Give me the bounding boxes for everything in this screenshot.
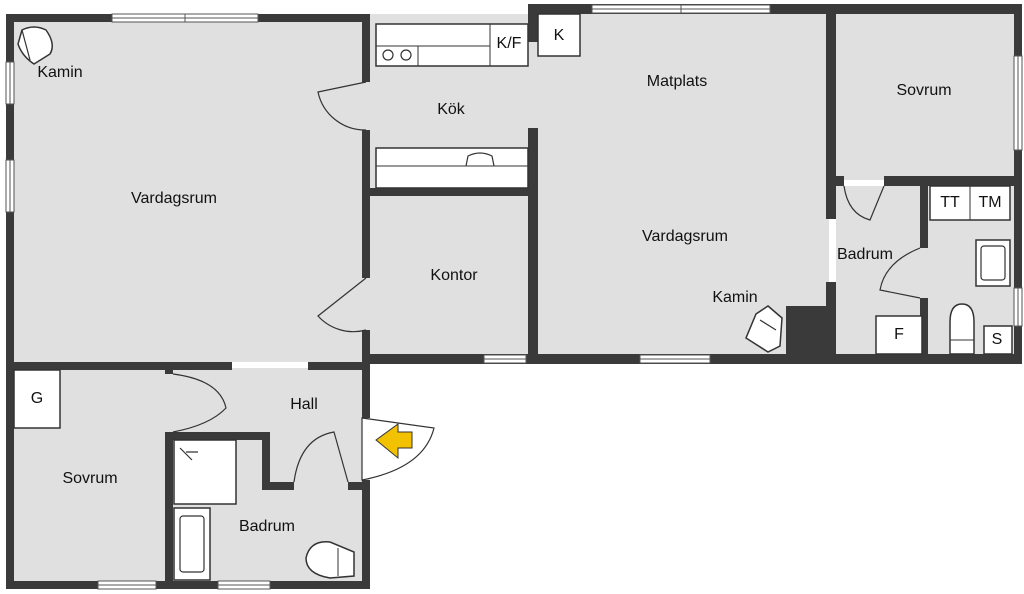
fixture-f-box bbox=[875, 315, 923, 355]
label-freezer: K bbox=[554, 27, 565, 44]
fireplace-right-icon bbox=[745, 305, 783, 353]
label-dryer: TT bbox=[940, 194, 960, 211]
label-dining: Matplats bbox=[647, 73, 707, 90]
fixture-s-box bbox=[983, 325, 1013, 355]
floor-areas bbox=[14, 14, 1014, 581]
label-fireplace-right: Kamin bbox=[712, 289, 757, 306]
kitchen-counter bbox=[375, 23, 529, 67]
label-fixture-s: S bbox=[992, 331, 1003, 348]
shower-icon bbox=[173, 439, 237, 505]
freezer-box bbox=[537, 13, 581, 57]
entrance-arrow-icon bbox=[375, 423, 413, 460]
label-living-left: Vardagsrum bbox=[131, 190, 217, 207]
sink-left-icon bbox=[173, 507, 211, 581]
label-fixture-f: F bbox=[894, 326, 904, 343]
label-washer: TM bbox=[978, 194, 1001, 211]
label-living-right: Vardagsrum bbox=[642, 228, 728, 245]
kitchen-island bbox=[375, 147, 529, 189]
doors bbox=[172, 81, 921, 483]
room-labels: Kamin Vardagsrum Kök K/F K Matplats Sovr… bbox=[31, 27, 1003, 535]
toilet-left-icon bbox=[305, 541, 355, 579]
fireplace-left-icon bbox=[17, 26, 53, 65]
label-bedroom-left: Sovrum bbox=[62, 470, 117, 487]
sink-right-icon bbox=[975, 239, 1011, 287]
fixture-g-box bbox=[13, 369, 61, 429]
label-hall: Hall bbox=[290, 396, 318, 413]
label-bedroom-right: Sovrum bbox=[896, 82, 951, 99]
label-fireplace-left: Kamin bbox=[37, 64, 82, 81]
label-bath-right: Badrum bbox=[837, 246, 893, 263]
windows bbox=[5, 4, 1023, 590]
label-office: Kontor bbox=[430, 267, 478, 284]
laundry-block bbox=[929, 185, 1011, 221]
toilet-right-icon bbox=[949, 303, 975, 355]
label-fixture-g: G bbox=[31, 390, 43, 407]
label-fridge-freezer: K/F bbox=[497, 35, 522, 52]
label-kitchen: Kök bbox=[437, 101, 466, 118]
label-bath-left: Badrum bbox=[239, 518, 295, 535]
